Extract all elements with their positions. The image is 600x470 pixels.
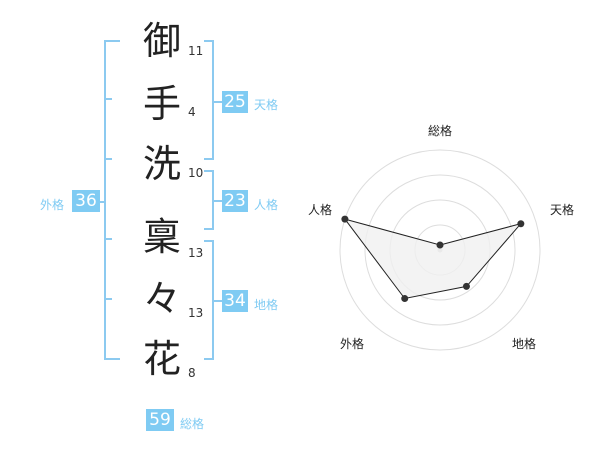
stroke-count-5: 13	[188, 306, 204, 320]
radar-chart	[339, 149, 541, 351]
chikaku-bracket-line	[212, 240, 214, 360]
tenkaku-bracket-top	[204, 40, 214, 42]
stroke-count-2: 4	[188, 105, 196, 119]
jinkaku-label: 人格	[254, 198, 279, 212]
name-char-5: 々	[142, 277, 181, 321]
radar-label-gaikaku: 外格	[339, 337, 364, 351]
gaikaku-badge: 36	[72, 190, 100, 212]
gaikaku-bracket-top	[104, 40, 120, 42]
bracket-tick	[104, 238, 112, 240]
chikaku-label: 地格	[254, 298, 279, 312]
radar-point-4	[401, 295, 409, 303]
radar-point-2	[517, 220, 525, 228]
radar-label-jinkaku: 人格	[307, 203, 332, 217]
name-char-2: 手	[142, 82, 181, 126]
bracket-connector	[100, 201, 104, 203]
tenkaku-bracket-line	[212, 40, 214, 160]
chikaku-badge: 34	[222, 290, 248, 312]
gaikaku-bracket-bottom	[104, 358, 120, 360]
soukaku-label: 総格	[180, 417, 205, 431]
radar-ring	[364, 174, 516, 326]
jinkaku-badge: 23	[222, 190, 248, 212]
name-char-1: 御	[142, 19, 181, 63]
name-char-6: 花	[142, 337, 181, 381]
radar-points	[341, 215, 525, 303]
name-char-3: 洗	[142, 142, 181, 186]
tenkaku-bracket-bottom	[204, 158, 214, 160]
stroke-count-4: 13	[188, 246, 204, 260]
tenkaku-label: 天格	[254, 98, 279, 112]
chikaku-connector	[214, 300, 222, 302]
bracket-tick	[104, 298, 112, 300]
bracket-tick	[104, 98, 112, 100]
gaikaku-bracket-line	[104, 40, 106, 360]
jinkaku-connector	[214, 200, 222, 202]
jinkaku-bracket-line	[212, 170, 214, 230]
stroke-count-6: 8	[188, 366, 196, 380]
radar-point-1	[436, 241, 444, 249]
stroke-count-3: 10	[188, 166, 204, 180]
radar-area	[343, 218, 523, 300]
jinkaku-bracket-bottom	[204, 228, 214, 230]
jinkaku-bracket-top	[204, 170, 214, 172]
bracket-tick	[104, 158, 112, 160]
tenkaku-badge: 25	[222, 91, 248, 113]
gaikaku-label: 外格	[40, 198, 65, 212]
radar-label-chikaku: 地格	[511, 337, 536, 351]
chikaku-bracket-top	[204, 240, 214, 242]
radar-label-soukaku: 総格	[427, 124, 452, 138]
chikaku-bracket-bottom	[204, 358, 214, 360]
stroke-count-1: 11	[188, 44, 204, 58]
radar-point-3	[462, 282, 470, 290]
name-char-4: 稟	[142, 215, 181, 259]
radar-point-5	[341, 215, 349, 223]
radar-label-tenkaku: 天格	[549, 203, 574, 217]
tenkaku-connector	[214, 101, 222, 103]
soukaku-badge: 59	[146, 409, 174, 431]
